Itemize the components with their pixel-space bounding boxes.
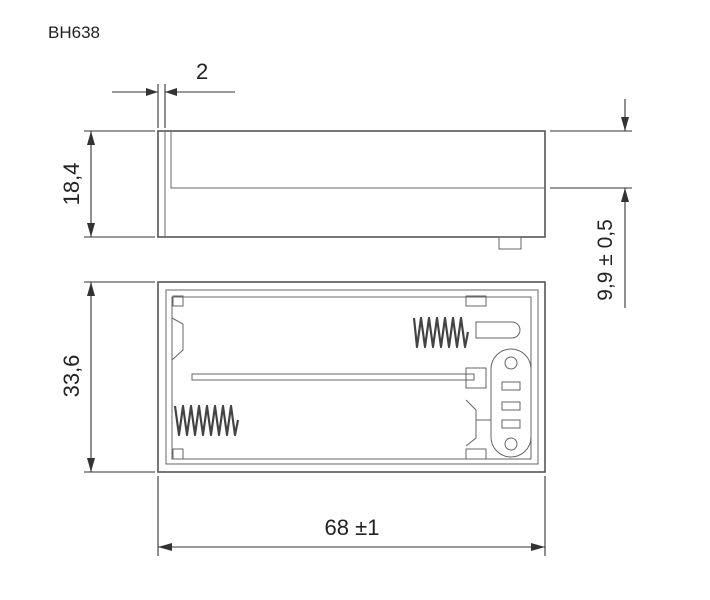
battery-compartment bbox=[171, 296, 532, 460]
height-arrow-top bbox=[87, 131, 95, 145]
side-view-contact-tab bbox=[498, 236, 522, 250]
part-number-label: BH638 bbox=[48, 23, 100, 42]
corner-post-bottom-left bbox=[172, 448, 184, 460]
top-view-outline bbox=[157, 281, 546, 473]
depth-dimension: 33,6 bbox=[59, 281, 155, 473]
terminal-hole-top bbox=[504, 356, 518, 370]
side-height-label: 18,4 bbox=[59, 163, 84, 206]
cavity-arrow-bottom bbox=[621, 188, 629, 202]
side-view-inner-wall bbox=[170, 131, 545, 189]
terminal-hole-bottom bbox=[504, 437, 518, 451]
side-view bbox=[157, 130, 546, 250]
length-arrow-right bbox=[531, 543, 545, 551]
cavity-height-dimension: 9,9 ± 0,5 bbox=[550, 99, 632, 308]
height-arrow-bottom bbox=[87, 223, 95, 237]
terminal-slot-1 bbox=[501, 381, 521, 391]
length-label: 68 ±1 bbox=[325, 515, 380, 540]
center-post bbox=[465, 367, 487, 389]
spring-top-right bbox=[412, 316, 470, 349]
depth-arrow-top bbox=[87, 282, 95, 296]
right-contact-tab bbox=[475, 321, 521, 339]
terminal-plate bbox=[490, 348, 532, 458]
corner-post-top-left bbox=[172, 295, 184, 307]
connecting-rod bbox=[191, 373, 475, 381]
wall-arrow-right bbox=[165, 88, 177, 96]
length-dimension: 68 ±1 bbox=[157, 476, 546, 556]
cavity-arrow-top bbox=[621, 117, 629, 131]
depth-label: 33,6 bbox=[59, 355, 84, 398]
left-contact-bracket bbox=[171, 317, 184, 361]
terminal-slot-3 bbox=[501, 419, 521, 429]
corner-post-top-right bbox=[465, 295, 487, 307]
spring-bottom-left bbox=[173, 404, 240, 437]
terminal-slot-2 bbox=[501, 401, 521, 411]
wall-thickness-dimension: 2 bbox=[112, 59, 235, 128]
length-arrow-left bbox=[158, 543, 172, 551]
side-view-outline bbox=[157, 130, 546, 238]
wall-thickness-label: 2 bbox=[196, 59, 208, 84]
lower-contact-bracket bbox=[465, 399, 477, 447]
top-view-inner-rim bbox=[165, 289, 539, 465]
side-height-dimension: 18,4 bbox=[59, 130, 155, 238]
depth-arrow-bottom bbox=[87, 458, 95, 472]
cavity-height-label: 9,9 ± 0,5 bbox=[594, 219, 617, 301]
top-view bbox=[157, 281, 546, 473]
corner-post-bottom-right bbox=[465, 448, 487, 460]
wall-arrow-left bbox=[146, 88, 158, 96]
